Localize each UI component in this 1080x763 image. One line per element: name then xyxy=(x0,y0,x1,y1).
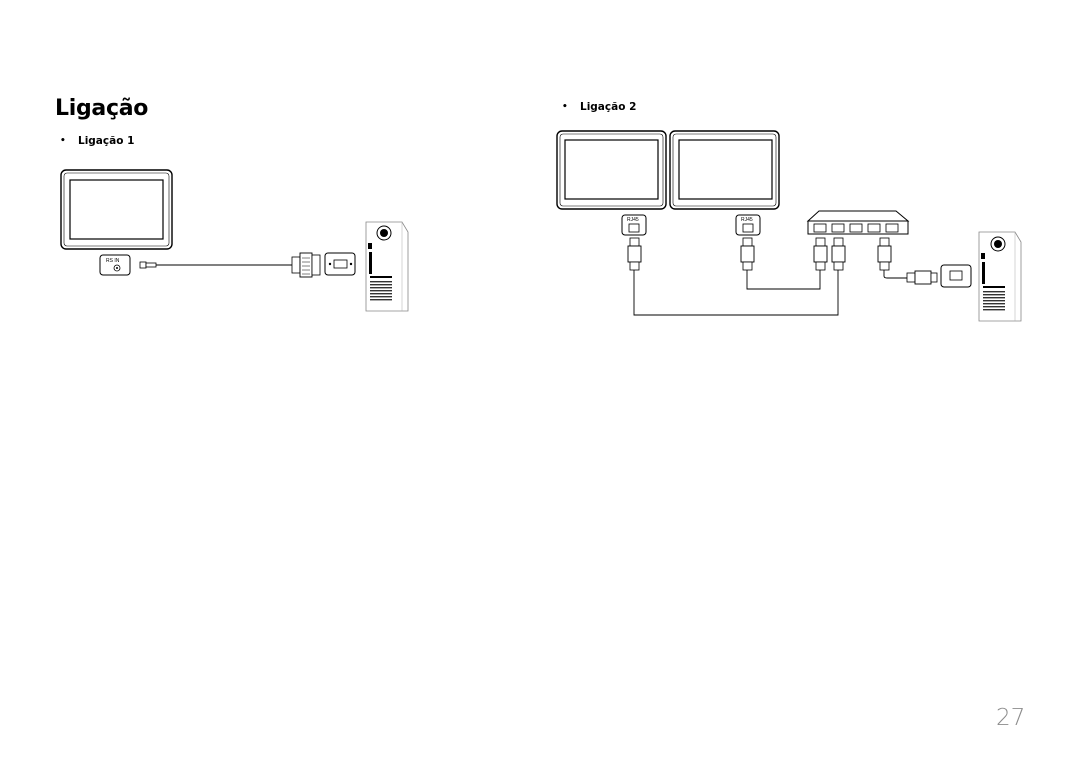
rj45-port-a-label: RJ45 xyxy=(627,217,639,223)
pc-serial-port xyxy=(324,252,356,276)
diagram-connection-1: RS IN xyxy=(60,169,409,312)
display-monitor xyxy=(60,169,173,250)
stereo-cable xyxy=(139,261,292,269)
bullet-marker: • xyxy=(60,136,66,146)
dsub-connector xyxy=(291,252,321,278)
page-title: Ligação xyxy=(55,96,149,121)
display-monitor-a xyxy=(556,130,667,210)
lan-cables xyxy=(633,270,907,316)
section-label: Ligação 2 xyxy=(580,101,637,113)
page-number: 27 xyxy=(996,705,1026,731)
rs-in-port: RS IN xyxy=(99,254,131,276)
section-heading-connection-2: • Ligação 2 xyxy=(562,101,636,113)
rj45-plug-hub-3 xyxy=(877,237,892,271)
rj45-port-b-label: RJ45 xyxy=(741,217,753,223)
diagram-connection-2: RJ45 RJ45 xyxy=(556,130,1022,322)
rj45-port-b: RJ45 xyxy=(735,214,761,236)
network-hub xyxy=(806,210,910,235)
rj45-port-a: RJ45 xyxy=(621,214,647,236)
pc-tower xyxy=(978,231,1022,322)
rj45-plug-pc xyxy=(906,270,938,285)
section-heading-connection-1: • Ligação 1 xyxy=(60,135,134,147)
rj45-plug-a xyxy=(627,237,642,271)
pc-lan-port xyxy=(940,264,972,288)
rj45-plug-hub-1 xyxy=(813,237,828,271)
display-monitor-b xyxy=(669,130,780,210)
rs-in-port-label: RS IN xyxy=(106,258,120,264)
rj45-plug-b xyxy=(740,237,755,271)
rj45-plug-hub-2 xyxy=(831,237,846,271)
bullet-marker: • xyxy=(562,102,568,112)
pc-tower xyxy=(365,221,409,312)
section-label: Ligação 1 xyxy=(78,135,135,147)
